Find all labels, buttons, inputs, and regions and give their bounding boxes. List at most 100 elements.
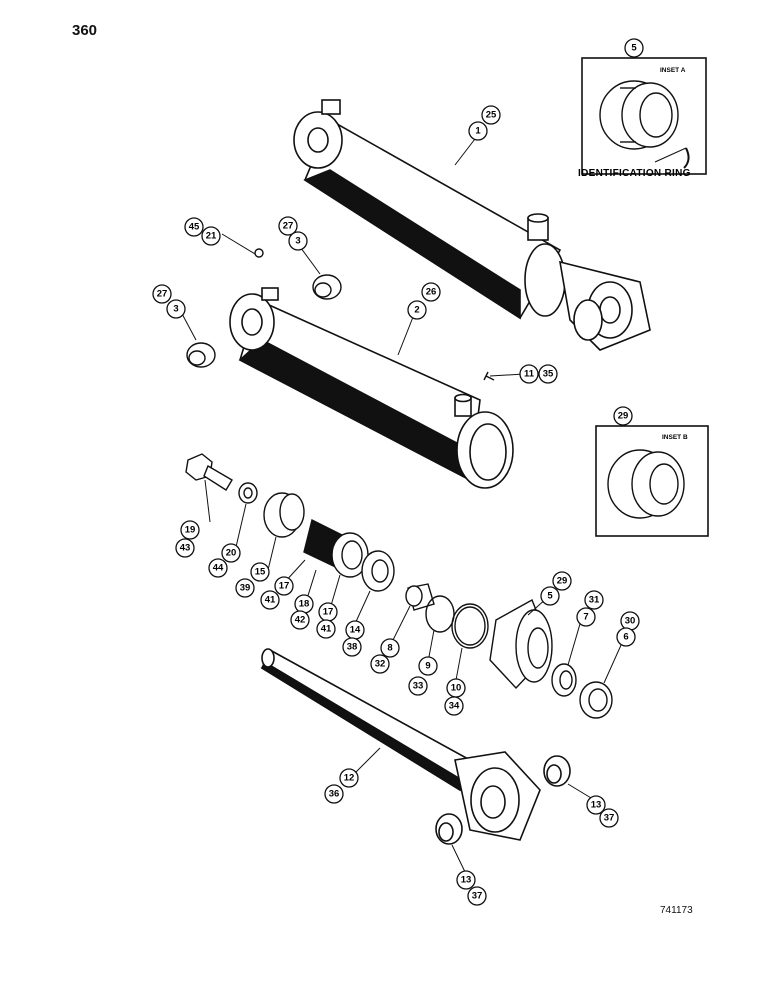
svg-text:42: 42: [295, 615, 306, 626]
callout: 19: [180, 520, 200, 540]
drawing-number: 741173: [660, 905, 693, 916]
svg-text:5: 5: [631, 43, 637, 54]
callout: 32: [370, 654, 390, 674]
callout: 27: [278, 216, 298, 236]
callout: 10: [446, 678, 466, 698]
svg-text:5: 5: [547, 591, 553, 602]
callout: 36: [324, 784, 344, 804]
callout: 45: [184, 217, 204, 237]
inset-b-title: INSET B: [662, 434, 688, 441]
piston-parts: [185, 453, 613, 719]
callout: 13: [456, 870, 476, 890]
svg-text:21: 21: [206, 231, 217, 242]
svg-text:20: 20: [226, 548, 237, 559]
callout-inset-b: 29: [613, 406, 633, 426]
inset-b: [595, 425, 709, 537]
callout: 11: [519, 364, 539, 384]
svg-text:30: 30: [625, 616, 636, 627]
callout: 30: [620, 611, 640, 631]
callout-inset-a: 5: [624, 38, 644, 58]
svg-text:39: 39: [240, 583, 251, 594]
svg-text:17: 17: [323, 607, 334, 618]
callout: 35: [538, 364, 558, 384]
page-number: 360: [72, 22, 98, 39]
svg-text:11: 11: [524, 369, 535, 380]
callout: 38: [342, 637, 362, 657]
svg-text:31: 31: [589, 595, 600, 606]
callout: 15: [250, 562, 270, 582]
callout: 7: [576, 607, 596, 627]
callout: 41: [316, 619, 336, 639]
svg-text:35: 35: [543, 369, 554, 380]
callout: 39: [235, 578, 255, 598]
svg-text:36: 36: [329, 789, 340, 800]
callout: 13: [586, 795, 606, 815]
svg-text:43: 43: [180, 543, 191, 554]
callout: 3: [166, 299, 186, 319]
svg-text:9: 9: [425, 661, 430, 672]
callout: 8: [380, 638, 400, 658]
piston-rod: [260, 648, 571, 845]
callout: 9: [418, 656, 438, 676]
svg-text:12: 12: [344, 773, 355, 784]
svg-text:41: 41: [321, 624, 332, 635]
callout: 31: [584, 590, 604, 610]
callout: 44: [208, 558, 228, 578]
callout: 5: [540, 586, 560, 606]
callout: 43: [175, 538, 195, 558]
callout: 34: [444, 696, 464, 716]
svg-text:37: 37: [472, 891, 483, 902]
callout: 42: [290, 610, 310, 630]
svg-text:37: 37: [604, 813, 615, 824]
callout: 1: [468, 121, 488, 141]
bushings: [186, 248, 495, 381]
callout: 14: [345, 620, 365, 640]
svg-text:29: 29: [557, 576, 568, 587]
svg-text:7: 7: [583, 612, 588, 623]
callout: 17: [318, 602, 338, 622]
svg-text:45: 45: [189, 222, 200, 233]
callout: 26: [421, 282, 441, 302]
svg-text:32: 32: [375, 659, 386, 670]
callout: 27: [152, 284, 172, 304]
svg-text:25: 25: [486, 110, 497, 121]
svg-text:3: 3: [295, 236, 300, 247]
svg-text:33: 33: [413, 681, 424, 692]
svg-text:2: 2: [414, 305, 419, 316]
inset-a: [581, 57, 707, 175]
svg-text:10: 10: [451, 683, 462, 694]
callout: 18: [294, 594, 314, 614]
callout: 25: [481, 105, 501, 125]
upper-cylinder: [293, 99, 651, 351]
svg-text:14: 14: [350, 625, 361, 636]
identification-ring-label: IDENTIFICATION RING: [578, 168, 691, 179]
callout: 37: [467, 886, 487, 906]
callout: 37: [599, 808, 619, 828]
svg-text:1: 1: [475, 126, 481, 137]
svg-text:17: 17: [279, 581, 290, 592]
svg-text:13: 13: [591, 800, 602, 811]
callout: 41: [260, 590, 280, 610]
svg-text:29: 29: [618, 411, 629, 422]
callout: 17: [274, 576, 294, 596]
callout: 29: [552, 571, 572, 591]
callout: 2: [407, 300, 427, 320]
svg-text:27: 27: [157, 289, 168, 300]
callout: 20: [221, 543, 241, 563]
callout: 12: [339, 768, 359, 788]
svg-text:15: 15: [255, 567, 266, 578]
inset-a-title: INSET A: [660, 67, 686, 74]
callout: 3: [288, 231, 308, 251]
svg-text:3: 3: [173, 304, 178, 315]
svg-text:18: 18: [299, 599, 310, 610]
callout: 33: [408, 676, 428, 696]
svg-text:44: 44: [213, 563, 224, 574]
callouts: 5 29 25 1 45 21 27 3 27 3 26 2 11 35 19 …: [152, 38, 644, 906]
svg-text:41: 41: [265, 595, 276, 606]
callout: 21: [201, 226, 221, 246]
svg-text:27: 27: [283, 221, 294, 232]
svg-text:26: 26: [426, 287, 437, 298]
lower-cylinder-barrel: [229, 287, 514, 489]
svg-text:38: 38: [347, 642, 358, 653]
